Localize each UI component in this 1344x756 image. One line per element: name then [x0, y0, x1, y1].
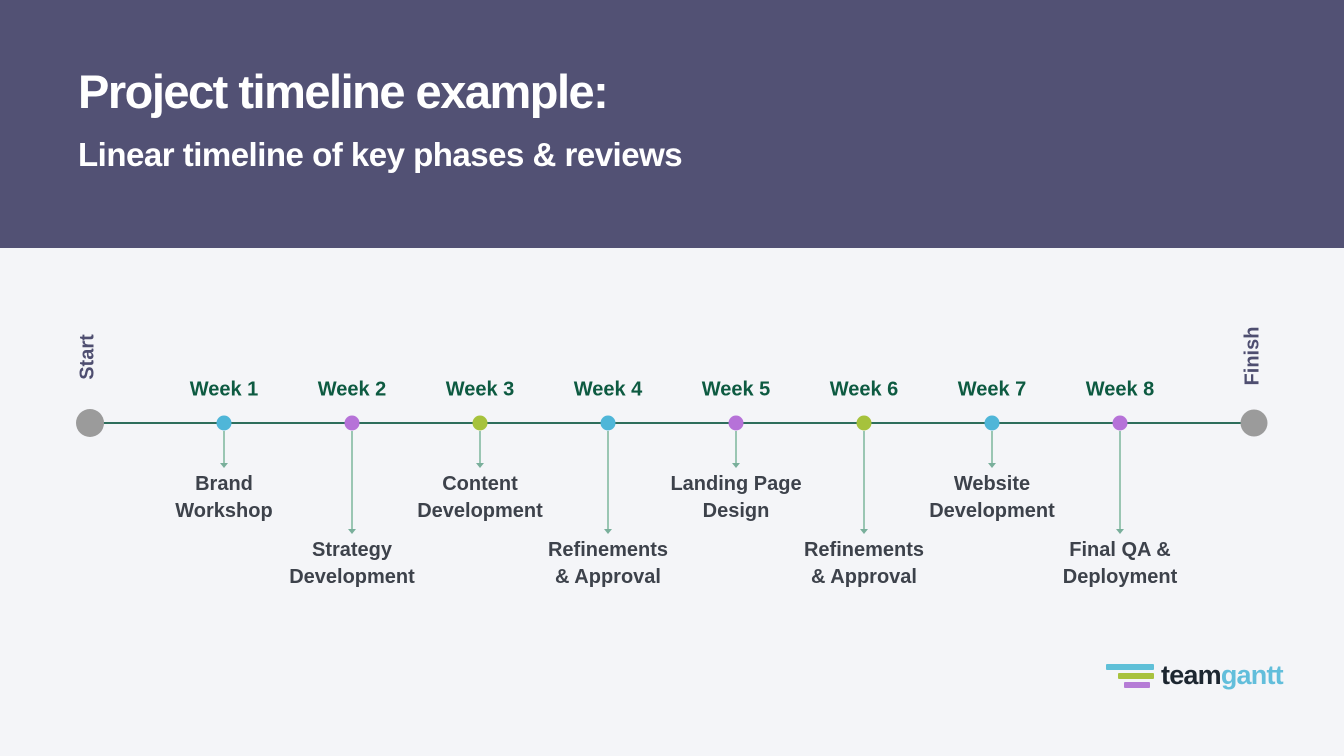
connector-arrow — [735, 431, 737, 463]
phase-label: Brand Workshop — [175, 473, 273, 522]
page-subtitle: Linear timeline of key phases & reviews — [78, 136, 683, 173]
week-label: Week 1 — [189, 378, 259, 401]
finish-dot — [1240, 409, 1268, 437]
finish-label: Finish — [1241, 326, 1264, 386]
week-label: Week 8 — [1085, 378, 1155, 401]
connector-arrow — [351, 431, 353, 529]
phase-label: Final QA & Deployment — [1062, 539, 1178, 588]
brand-name-gantt: gantt — [1220, 660, 1284, 690]
week-label: Week 3 — [445, 378, 515, 401]
phase-label: Landing Page Design — [670, 473, 802, 522]
week-label: Week 4 — [573, 378, 643, 401]
connector-arrow — [1119, 431, 1121, 529]
milestone-dot — [728, 415, 744, 431]
phase-label: Website Development — [929, 473, 1055, 522]
week-label: Week 7 — [957, 378, 1027, 401]
gantt-bars-icon — [1106, 663, 1154, 688]
brand-name-team: team — [1161, 660, 1222, 690]
phase-label: Refinements & Approval — [547, 539, 669, 588]
week-label: Week 6 — [829, 378, 899, 401]
milestone-dot — [472, 415, 488, 431]
timeline-line — [90, 422, 1254, 424]
header-banner: Project timeline example: Linear timelin… — [0, 0, 1344, 248]
phase-label: Refinements & Approval — [803, 539, 925, 588]
connector-arrow — [607, 431, 609, 529]
phase-label: Strategy Development — [289, 539, 415, 588]
milestone-dot — [856, 415, 872, 431]
start-label: Start — [76, 334, 99, 380]
connector-arrow — [223, 431, 225, 463]
milestone-dot — [1112, 415, 1128, 431]
brand-name: teamgantt — [1161, 660, 1284, 690]
start-dot — [76, 409, 104, 437]
connector-arrow — [991, 431, 993, 463]
milestone-dot — [344, 415, 360, 431]
milestone-dot — [984, 415, 1000, 431]
milestone-dot — [216, 415, 232, 431]
milestone-dot — [600, 415, 616, 431]
connector-arrow — [479, 431, 481, 463]
phase-label: Content Development — [417, 473, 543, 522]
week-label: Week 2 — [317, 378, 387, 401]
week-label: Week 5 — [701, 378, 771, 401]
connector-arrow — [863, 431, 865, 529]
page-title: Project timeline example: — [78, 65, 609, 118]
teamgantt-logo: teamgantt — [1106, 660, 1284, 690]
